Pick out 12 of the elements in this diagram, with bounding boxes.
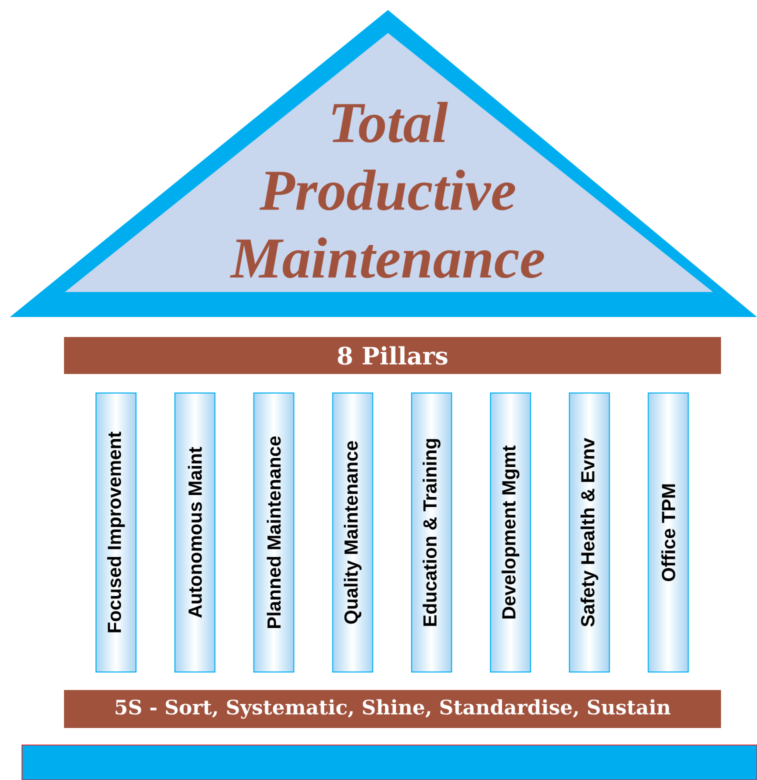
pillar: Planned Maintenance bbox=[253, 392, 294, 672]
roof-triangle: Total Productive Maintenance bbox=[10, 10, 757, 317]
base-bar bbox=[22, 744, 757, 780]
banner: 8 Pillars bbox=[64, 337, 721, 374]
pillar: Safety Health & Evnv bbox=[568, 392, 610, 672]
pillar: Education & Training bbox=[411, 392, 452, 672]
banner: 5S - Sort, Systematic, Shine, Standardise, Sustain bbox=[64, 690, 721, 728]
pillar: Office TPM bbox=[648, 392, 689, 672]
pillar: Autonomous Maint bbox=[174, 392, 216, 672]
pillar: Quality Maintenance bbox=[332, 392, 374, 672]
pillar: Development Mgmt bbox=[490, 392, 531, 672]
pillar: Focused Improvement bbox=[96, 392, 136, 672]
